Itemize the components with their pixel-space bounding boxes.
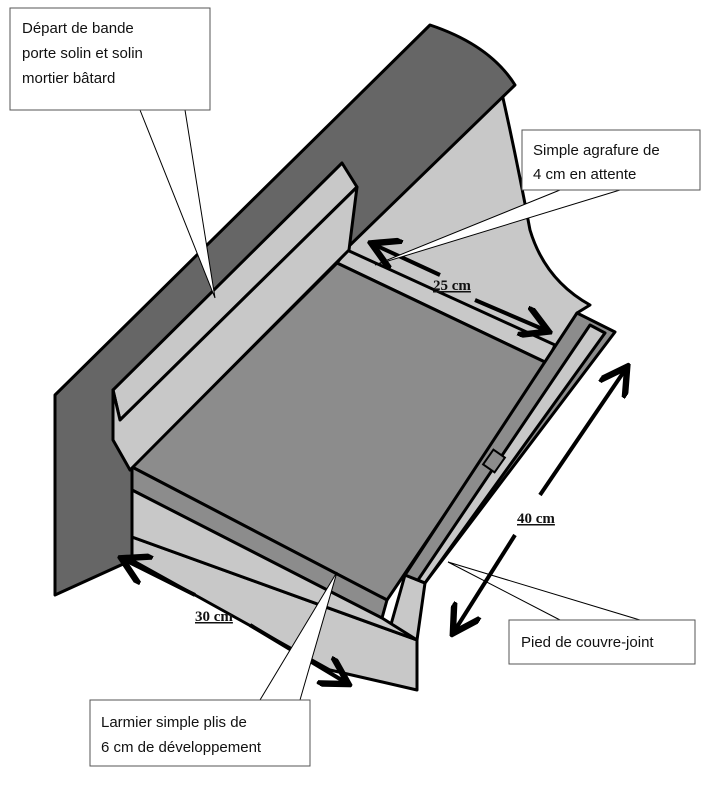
dim-depth-label: 25 cm bbox=[433, 278, 471, 294]
dim-arrow-length-2 bbox=[455, 533, 517, 630]
dim-width-label: 30 cm bbox=[195, 609, 233, 625]
dim-arrow-length bbox=[538, 370, 625, 497]
callout-bande-line-3: mortier bâtard bbox=[22, 70, 115, 87]
callout-bande: Départ de bande porte solin et solin mor… bbox=[9, 7, 211, 111]
callout-pied-line-1: Pied de couvre-joint bbox=[521, 634, 654, 651]
callout-larmier-line-1: Larmier simple plis de bbox=[101, 714, 247, 731]
dim-arrow-depth bbox=[375, 245, 441, 277]
callout-bande-line-1: Départ de bande bbox=[22, 20, 134, 37]
callout-pointer-bande bbox=[139, 109, 216, 299]
clip-icon bbox=[481, 448, 507, 474]
dim-arrow-depth-2 bbox=[474, 298, 545, 330]
larmier-face bbox=[130, 488, 419, 642]
dim-length-label: 40 cm bbox=[517, 511, 555, 527]
callout-pointer-pied bbox=[447, 561, 641, 621]
couvre-joint-foot bbox=[416, 323, 607, 585]
callout-pointer-larmier bbox=[259, 571, 338, 701]
callout-larmier: Larmier simple plis de 6 cm de développe… bbox=[89, 699, 311, 767]
callout-pied: Pied de couvre-joint bbox=[508, 619, 696, 665]
bande-lower bbox=[111, 185, 359, 472]
dim-arrow-width bbox=[125, 560, 196, 597]
callout-larmier-line-2: 6 cm de développement bbox=[101, 739, 262, 756]
callout-agrafure-line-1: Simple agrafure de bbox=[533, 142, 660, 159]
callout-agrafure-line-2: 4 cm en attente bbox=[533, 166, 636, 183]
side-wall bbox=[343, 83, 592, 365]
callout-bande-line-2: porte solin et solin bbox=[22, 45, 143, 62]
callout-agrafure: Simple agrafure de 4 cm en attente bbox=[521, 129, 701, 191]
callout-pointer-agrafure bbox=[374, 189, 621, 266]
